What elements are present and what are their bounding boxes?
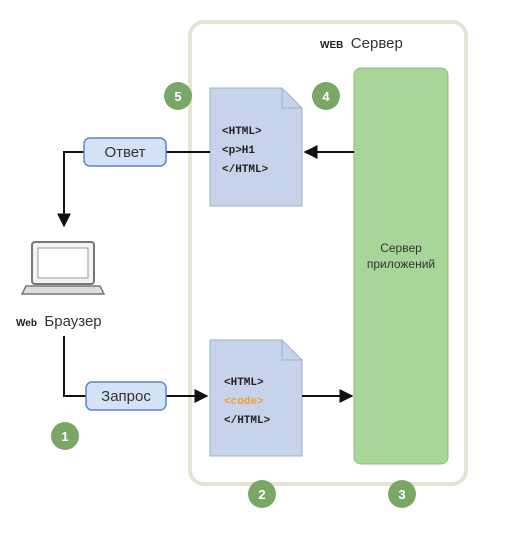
request-pill (85, 381, 167, 411)
request-doc-line3: </HTML> (224, 415, 271, 427)
step-marker-3 (388, 480, 416, 508)
step-number-2: 2 (258, 487, 265, 502)
request-doc-line1: <HTML> (224, 377, 264, 389)
request-document-icon (209, 339, 303, 457)
web-browser-title: Web Браузер (16, 313, 102, 330)
response-document-icon (209, 87, 303, 207)
step-marker-2 (248, 480, 276, 508)
application-server-line1: Сервер (380, 241, 422, 255)
application-server (353, 67, 449, 465)
arrow-response-to-browser (57, 151, 84, 228)
request-label: Запрос (101, 388, 151, 405)
web-browser-web-word: Web (16, 318, 37, 329)
response-doc-line3: </HTML> (222, 164, 269, 176)
step-number-4: 4 (322, 89, 330, 104)
step-marker-5 (164, 82, 192, 110)
step-number-1: 1 (61, 429, 68, 444)
response-pill (83, 137, 167, 167)
request-doc-line2: <code> (224, 396, 264, 408)
laptop-icon (20, 241, 106, 295)
step-number-3: 3 (398, 487, 405, 502)
web-server-web-word: WEB (320, 40, 343, 51)
response-doc-line2: <p>H1 (222, 145, 255, 157)
step-number-5: 5 (174, 89, 181, 104)
web-server-title: WEB Сервер (320, 35, 403, 52)
connector-browser-to-request (63, 336, 86, 397)
response-label: Ответ (104, 144, 145, 161)
web-server-label: Сервер (351, 35, 403, 52)
step-marker-4 (312, 82, 340, 110)
response-doc-line1: <HTML> (222, 126, 262, 138)
application-server-line2: приложений (367, 257, 435, 271)
step-marker-1 (51, 422, 79, 450)
web-browser-label: Браузер (44, 313, 101, 330)
